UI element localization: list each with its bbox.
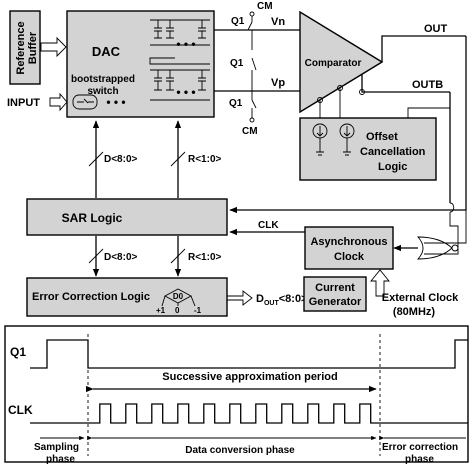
timing-clk-label: CLK <box>8 403 33 417</box>
sa-period-label: Successive approximation period <box>162 371 337 383</box>
error-correction-block: Error Correction Logic D0 +1 0 -1 <box>26 277 228 317</box>
outb-wire <box>361 74 450 93</box>
out-wire <box>381 35 466 62</box>
timing-q1-label: Q1 <box>10 345 26 359</box>
d0-label: D0 <box>173 292 184 301</box>
zero-label: 0 <box>175 306 180 315</box>
input-label: INPUT <box>7 97 40 109</box>
vp-label: Vp <box>271 77 285 89</box>
d0-branches <box>161 295 196 307</box>
clk-waveform <box>30 403 468 424</box>
bootstrapped-switch-label-line1: bootstrapped <box>71 74 135 85</box>
timing-diagram: Q1 CLK Successive approximation period S… <box>4 325 469 465</box>
bootstrapped-switch-label-line2: switch <box>87 86 118 97</box>
comparator-block: Comparator <box>299 10 384 114</box>
async-clock-label-line2: Clock <box>334 251 365 263</box>
q1-bottom-label: Q1 <box>229 98 243 109</box>
q1-bottom-switch <box>251 91 257 118</box>
outb-to-gate-wire <box>424 212 459 255</box>
dout-main: D <box>256 293 264 305</box>
cm-top-label: CM <box>257 1 273 12</box>
cap-dots-bottom: • • • <box>176 85 195 99</box>
asynchronous-clock-block: Asynchronous Clock <box>304 226 394 270</box>
current-generator-label-line2: Generator <box>309 296 362 308</box>
dac-block: DAC bootstrapped switch • • • • • • • • … <box>66 10 215 118</box>
dout-bits: <8:0> <box>279 293 308 305</box>
out-label: OUT <box>424 23 448 35</box>
reference-buffer-label-line2: Buffer <box>27 31 39 64</box>
dout-subscript: OUT <box>264 300 280 307</box>
wire-crossing-hop <box>449 202 455 213</box>
d-bus-upper-slash <box>88 151 104 167</box>
cm-bottom-label: CM <box>242 126 258 137</box>
offset-label-line1: Offset <box>366 131 398 143</box>
r-bus-upper-label: R<1:0> <box>188 154 222 165</box>
outb-label: OUTB <box>412 79 443 91</box>
q1-top-switch <box>247 16 253 31</box>
reference-to-dac-arrow <box>40 36 67 58</box>
bias-node-a <box>317 97 323 103</box>
reference-buffer-block: Reference Buffer <box>9 10 41 85</box>
cm-top-node <box>249 11 255 17</box>
error-correction-phase-line2: phase <box>405 454 434 465</box>
dac-label: DAC <box>92 44 121 59</box>
sampling-phase-line1: Sampling <box>34 442 79 453</box>
offset-label-line3: Logic <box>378 161 407 173</box>
outb-node <box>359 89 365 95</box>
capacitor-array-bottom <box>150 69 210 101</box>
dout-label: DOUT<8:0> <box>256 293 307 307</box>
q1-mid-label: Q1 <box>230 58 244 69</box>
r-bus-lower-label: R<1:0> <box>188 252 222 263</box>
clk-label: CLK <box>258 220 279 231</box>
current-generator-label-line1: Current <box>315 282 355 294</box>
sar-logic-block: SAR Logic <box>26 198 228 236</box>
external-clock-label: External Clock <box>382 292 459 304</box>
d-bus-lower-slash <box>88 248 104 264</box>
error-correction-phase-line1: Error correction <box>382 442 458 453</box>
comparator-bias-wires <box>319 88 341 118</box>
r-bus-lower-slash <box>170 248 186 264</box>
input-arrow <box>49 92 68 112</box>
bias-node-b <box>337 85 343 91</box>
offset-label-line2: Cancellation <box>360 146 426 158</box>
sampling-phase-line2: phase <box>46 454 75 465</box>
external-clock-arrow <box>370 269 390 297</box>
vn-label: Vn <box>271 16 285 28</box>
q1-mid-switch <box>251 30 257 91</box>
comparator-label: Comparator <box>305 58 362 69</box>
offset-cancellation-block: Offset Cancellation Logic <box>299 117 437 181</box>
error-correction-label: Error Correction Logic <box>32 291 150 303</box>
async-clock-label-line1: Asynchronous <box>310 236 387 248</box>
bootstrapped-switch-symbol <box>72 94 98 110</box>
cm-bottom-node <box>249 117 255 123</box>
d-bus-lower-label: D<8:0> <box>104 252 138 263</box>
q1-top-label: Q1 <box>231 16 245 27</box>
cap-dots-top: • • • <box>176 37 195 51</box>
q1-waveform <box>30 339 468 369</box>
minus1-label: -1 <box>194 306 202 315</box>
d-bus-upper-label: D<8:0> <box>104 154 138 165</box>
out-to-gate-wire <box>424 210 467 244</box>
nor-gate-symbol <box>416 236 459 260</box>
plus1-label: +1 <box>156 306 166 315</box>
external-clock-freq: (80MHz) <box>393 306 436 318</box>
capacitor-array-top <box>149 19 210 65</box>
current-generator-block: Current Generator <box>303 276 367 312</box>
data-conversion-label: Data conversion phase <box>185 445 295 456</box>
switch-dots: • • • <box>106 95 125 109</box>
r-bus-upper-slash <box>170 151 186 167</box>
sar-logic-label: SAR Logic <box>62 211 123 225</box>
outb-to-offset-wire <box>407 92 451 118</box>
reference-buffer-label-line1: Reference <box>15 21 27 74</box>
dout-arrow <box>226 290 253 306</box>
